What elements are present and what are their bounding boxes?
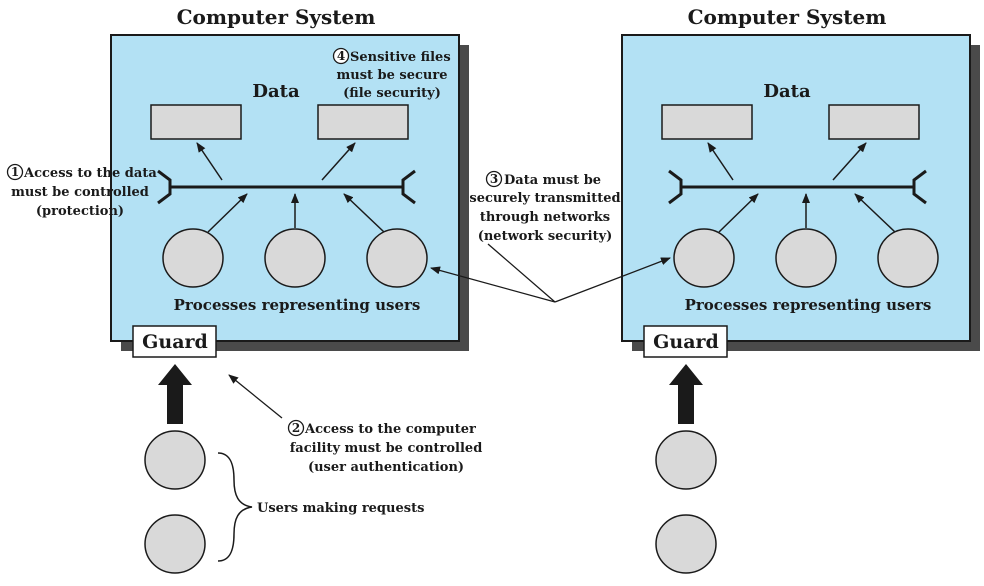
annotation-2-number: 2: [292, 421, 300, 435]
left-process-2: [264, 228, 326, 288]
left-arrow-bus-to-data-1: [196, 142, 223, 181]
right-bus-bracket-left: [668, 169, 683, 205]
right-user-1: [655, 430, 717, 490]
right-computer-system: Computer System Data Processes represent…: [621, 5, 980, 574]
right-guard-box: [643, 325, 728, 358]
left-process-3: [366, 228, 428, 288]
right-guard-label: Guard: [653, 331, 719, 353]
right-arrow-bus-to-data-2: [832, 142, 867, 181]
right-data-store-1: [661, 104, 753, 140]
left-data-store-1: [150, 104, 242, 140]
right-user-2: [655, 514, 717, 574]
right-data-store-2: [828, 104, 920, 140]
annotation-3-line-1: Data must be: [504, 173, 601, 188]
annotation-3: 3 Data must be securely transmitted thro…: [430, 170, 671, 303]
left-computer-system: Computer System Data Processes represent…: [110, 5, 469, 574]
annotation-3-number-circle: [485, 170, 503, 188]
annotation-3-arrow-right: [554, 257, 671, 303]
annotation-2-line-3: (user authentication): [308, 460, 464, 475]
left-user-1: [144, 430, 206, 490]
right-system-title: Computer System: [688, 5, 887, 29]
left-arrow-proc-3: [343, 193, 385, 233]
right-process-3: [877, 228, 939, 288]
annotation-3-line-4: (network security): [478, 229, 613, 244]
right-bus-bracket-right: [912, 169, 927, 205]
left-system-title: Computer System: [177, 5, 376, 29]
annotation-1-number: 1: [11, 165, 19, 179]
annotation-2-number-circle: [287, 419, 305, 437]
annotation-1: 1 Access to the data must be controlled …: [6, 163, 157, 219]
left-user-2: [144, 514, 206, 574]
right-data-label: Data: [763, 81, 811, 102]
left-arrow-bus-to-data-2: [321, 142, 356, 181]
annotation-2-line-1: Access to the computer: [304, 422, 476, 437]
left-bus-bracket-right: [401, 169, 416, 205]
annotation-1-line-3: (protection): [36, 204, 124, 219]
left-process-1: [162, 228, 224, 288]
annotation-3-arrow-left: [430, 266, 556, 303]
annotation-4-number-circle: [332, 47, 350, 65]
left-request-arrow: [158, 364, 192, 424]
left-processes-label: Processes representing users: [174, 296, 421, 314]
left-data-store-2: [317, 104, 409, 140]
right-process-2: [775, 228, 837, 288]
right-process-1: [673, 228, 735, 288]
left-data-label: Data: [252, 81, 300, 102]
annotation-4-line-1: Sensitive files: [350, 50, 451, 65]
right-arrow-proc-1: [718, 193, 759, 233]
annotation-3-number: 3: [490, 172, 498, 186]
annotation-3-pointer-a: [487, 243, 556, 303]
annotation-4-number: 4: [337, 49, 345, 63]
annotation-3-line-2: securely transmitted: [469, 191, 620, 206]
right-processes-label: Processes representing users: [685, 296, 932, 314]
annotation-1-number-circle: [6, 163, 24, 181]
left-guard-box: [132, 325, 217, 358]
annotation-2-line-2: facility must be controlled: [290, 441, 483, 456]
left-arrow-proc-1: [207, 193, 248, 233]
annotation-4-line-3: (file security): [343, 86, 441, 101]
right-arrow-bus-to-data-1: [707, 142, 734, 181]
right-request-arrow: [669, 364, 703, 424]
annotation-2: 2 Access to the computer facility must b…: [228, 374, 483, 475]
annotation-1-line-1: Access to the data: [23, 166, 157, 181]
left-guard-label: Guard: [142, 331, 208, 353]
annotation-4-line-2: must be secure: [336, 68, 447, 83]
annotation-4: 4 Sensitive files must be secure (file s…: [332, 47, 451, 101]
right-arrow-proc-3: [854, 193, 896, 233]
users-brace: [217, 452, 253, 562]
annotation-2-arrow: [228, 374, 283, 419]
left-bus-bracket-left: [157, 169, 172, 205]
annotation-1-line-2: must be controlled: [11, 185, 149, 200]
annotation-3-line-3: through networks: [480, 210, 610, 225]
users-label: Users making requests: [257, 501, 424, 516]
